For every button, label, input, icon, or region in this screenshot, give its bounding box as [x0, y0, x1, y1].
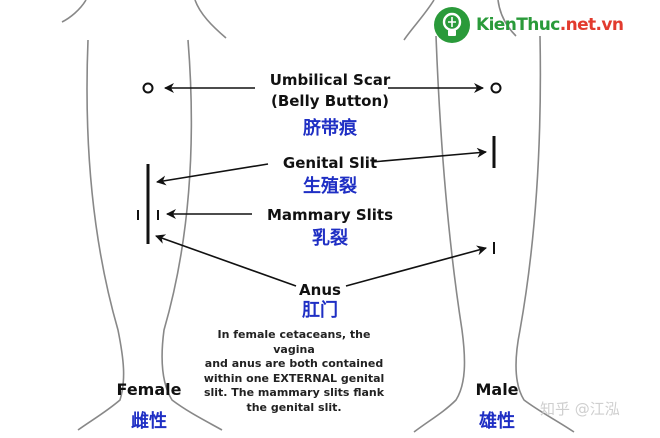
male-label-zh: 雄性 — [479, 411, 515, 432]
female-label: Female — [116, 380, 182, 399]
male-body-outline — [403, 0, 575, 433]
female-label-zh: 雌性 — [131, 411, 167, 432]
note-line: within one EXTERNAL genital — [203, 371, 385, 385]
mammary-slits-label: Mammary Slits — [266, 206, 393, 224]
arrow-anus-male — [345, 245, 487, 287]
brand-name: KienThuc.net.vn — [476, 15, 624, 35]
umbilical-label-line2: (Belly Button) — [270, 92, 390, 110]
lightbulb-leaf-icon — [434, 7, 470, 43]
mammary-slits-label-zh: 乳裂 — [312, 228, 348, 249]
umbilical-label-zh: 脐带痕 — [303, 118, 357, 139]
brand-name-part1: KienThuc — [476, 15, 560, 35]
brand-logo: KienThuc.net.vn — [432, 4, 660, 46]
umbilical-label-line1: Umbilical Scar — [269, 71, 391, 89]
brand-name-part2: .net.vn — [559, 15, 624, 35]
anus-label-zh: 肛门 — [302, 300, 338, 321]
note-line: slit. The mammary slits flank — [203, 386, 385, 400]
explanatory-note: In female cetaceans, the vagina and anus… — [196, 328, 392, 416]
anus-label: Anus — [299, 281, 341, 299]
arrow-anus-female — [155, 234, 297, 287]
arrow-genital-female — [156, 163, 269, 186]
arrow-genital-male — [371, 147, 487, 163]
female-umbilical-scar — [142, 82, 154, 94]
watermark: 知乎 @江泓 — [540, 400, 620, 418]
note-line: the genital slit. — [246, 400, 342, 414]
pointer-arrows — [155, 83, 487, 287]
genital-slit-label: Genital Slit — [282, 154, 378, 172]
female-body-outline — [61, 0, 227, 431]
male-umbilical-scar — [490, 82, 502, 94]
genital-slit-label-zh: 生殖裂 — [303, 176, 357, 197]
male-label: Male — [475, 380, 519, 399]
note-line: In female cetaceans, the vagina — [217, 328, 371, 356]
note-line: and anus are both contained — [204, 357, 384, 371]
